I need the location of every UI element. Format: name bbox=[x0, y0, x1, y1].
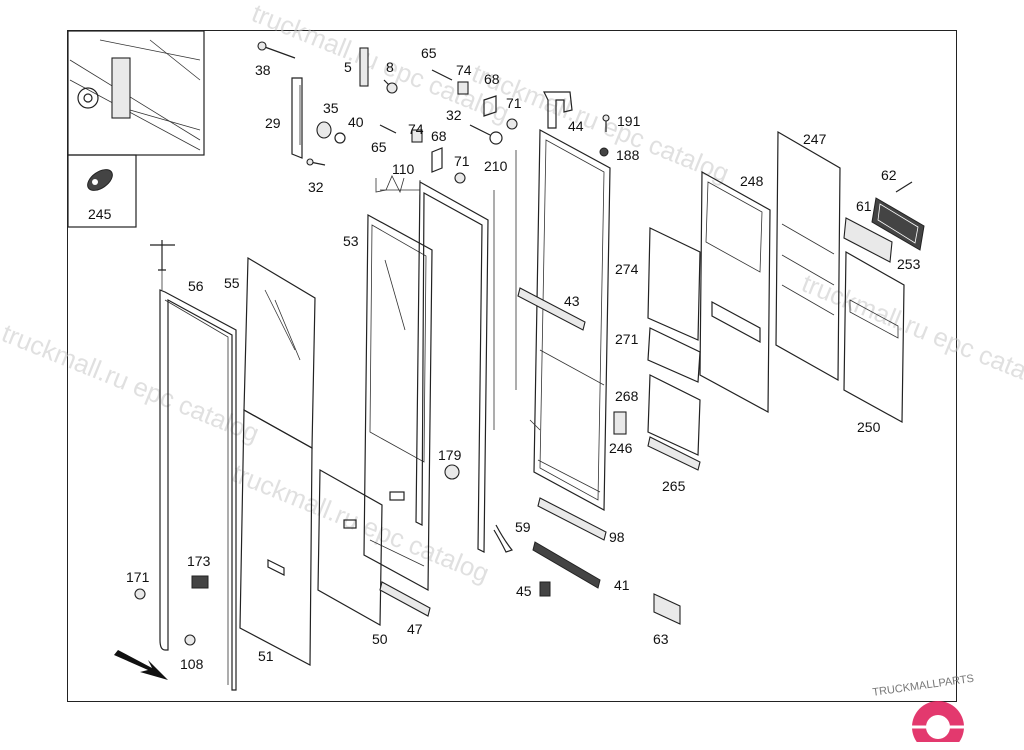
part-labels: 38 5 8 65 74 68 35 40 29 32 71 44 191 65… bbox=[88, 45, 921, 672]
part-47-strip bbox=[379, 581, 431, 617]
part-98-strip bbox=[537, 497, 607, 541]
label-191: 191 bbox=[617, 113, 641, 129]
label-247: 247 bbox=[803, 131, 827, 147]
watermark: truckmall.ru epc catalog bbox=[798, 268, 1024, 399]
hardware-group bbox=[257, 41, 610, 184]
part-44-door-frame bbox=[533, 91, 611, 511]
label-38: 38 bbox=[255, 62, 271, 78]
label-68b: 68 bbox=[431, 128, 447, 144]
label-98: 98 bbox=[609, 529, 625, 545]
label-274: 274 bbox=[615, 261, 639, 277]
label-173: 173 bbox=[187, 553, 211, 569]
label-61: 61 bbox=[856, 198, 872, 214]
label-43: 43 bbox=[564, 293, 580, 309]
part-51-lower-panel bbox=[239, 408, 313, 666]
inset-part-245 bbox=[67, 154, 137, 228]
part-265-strip bbox=[647, 436, 701, 471]
label-51: 51 bbox=[258, 648, 274, 664]
svg-text:TRUCKMALLPARTS: TRUCKMALLPARTS bbox=[872, 673, 975, 699]
label-250: 250 bbox=[857, 419, 881, 435]
label-265: 265 bbox=[662, 478, 686, 494]
vehicle-inset bbox=[67, 30, 205, 156]
part-248-door bbox=[699, 170, 771, 414]
label-56: 56 bbox=[188, 278, 204, 294]
label-248: 248 bbox=[740, 173, 764, 189]
label-29: 29 bbox=[265, 115, 281, 131]
part-108-screw bbox=[184, 634, 196, 646]
right-panels bbox=[613, 130, 925, 625]
label-210: 210 bbox=[484, 158, 508, 174]
label-268: 268 bbox=[615, 388, 639, 404]
label-188: 188 bbox=[616, 147, 640, 163]
part-53-glass-panel bbox=[363, 213, 433, 592]
part-43-bar bbox=[517, 287, 586, 331]
label-63: 63 bbox=[653, 631, 669, 647]
label-32b: 32 bbox=[308, 179, 324, 195]
label-271: 271 bbox=[615, 331, 639, 347]
label-108: 108 bbox=[180, 656, 204, 672]
label-245: 245 bbox=[88, 206, 112, 222]
label-45: 45 bbox=[516, 583, 532, 599]
label-44: 44 bbox=[568, 118, 584, 134]
label-253: 253 bbox=[897, 256, 921, 272]
part-253-handle bbox=[871, 197, 925, 251]
label-50: 50 bbox=[372, 631, 388, 647]
part-268-panel bbox=[647, 374, 701, 456]
label-32a: 32 bbox=[446, 107, 462, 123]
truckmall-logo: TRUCKMALLPARTS bbox=[872, 673, 975, 742]
label-53: 53 bbox=[343, 233, 359, 249]
label-74a: 74 bbox=[456, 62, 472, 78]
label-65a: 65 bbox=[421, 45, 437, 61]
watermark: truckmall.ru epc catalog bbox=[0, 318, 264, 449]
diagram-frame bbox=[67, 30, 957, 702]
part-179-plug bbox=[444, 464, 460, 480]
label-41: 41 bbox=[614, 577, 630, 593]
label-65b: 65 bbox=[371, 139, 387, 155]
label-71b: 71 bbox=[454, 153, 470, 169]
part-173-clip bbox=[191, 575, 209, 589]
label-110: 110 bbox=[392, 161, 415, 177]
part-61-cover bbox=[843, 217, 893, 263]
label-246: 246 bbox=[609, 440, 633, 456]
part-50-inner-panel bbox=[317, 468, 383, 627]
part-110-seal bbox=[375, 175, 489, 553]
part-59-spring bbox=[493, 524, 514, 553]
label-47: 47 bbox=[407, 621, 423, 637]
label-5: 5 bbox=[344, 59, 352, 75]
part-45-bumper bbox=[539, 581, 551, 597]
watermark: truckmall.ru epc catalog bbox=[248, 0, 514, 128]
part-250-door bbox=[843, 250, 905, 424]
part-247-door bbox=[775, 130, 841, 382]
label-35: 35 bbox=[323, 100, 339, 116]
label-179: 179 bbox=[438, 447, 462, 463]
label-62: 62 bbox=[881, 167, 897, 183]
label-171: 171 bbox=[126, 569, 150, 585]
label-68a: 68 bbox=[484, 71, 500, 87]
part-271-panel bbox=[647, 327, 701, 383]
part-274-panel bbox=[647, 227, 701, 341]
label-8: 8 bbox=[386, 59, 394, 75]
leader-lines bbox=[299, 85, 541, 431]
part-246-block bbox=[613, 411, 627, 435]
part-41-strip bbox=[532, 541, 601, 589]
label-59: 59 bbox=[515, 519, 531, 535]
label-74b: 74 bbox=[408, 121, 424, 137]
label-55: 55 bbox=[224, 275, 240, 291]
part-56-door-frame bbox=[150, 240, 237, 691]
part-171-screw bbox=[134, 588, 146, 600]
part-63-pad bbox=[653, 593, 681, 625]
label-40: 40 bbox=[348, 114, 364, 130]
label-71a: 71 bbox=[506, 95, 522, 111]
direction-arrow-icon bbox=[114, 650, 168, 680]
